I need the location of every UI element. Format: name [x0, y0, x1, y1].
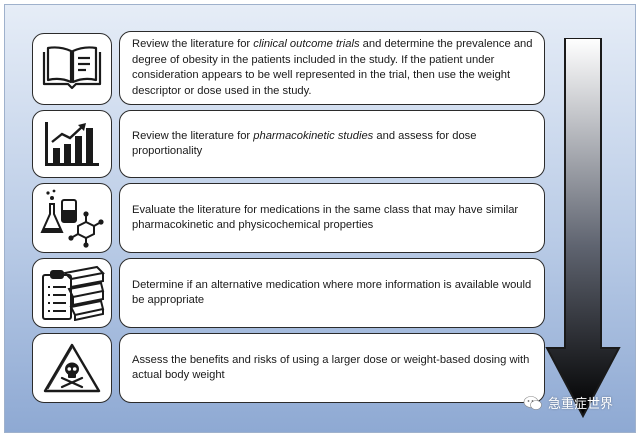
step-1-text: Review the literature for clinical outco… [132, 38, 533, 97]
step-4-text-box: Determine if an alternative medication w… [119, 258, 545, 328]
step-3-text: Evaluate the literature for medications … [132, 203, 519, 232]
step-3-text-box: Evaluate the literature for medications … [119, 183, 545, 253]
step-2-text-box: Review the literature for pharmacokineti… [119, 110, 545, 178]
step-3-icon-box [32, 183, 112, 253]
chemistry-flask-molecule-icon [40, 189, 104, 248]
step-1-text-box: Review the literature for clinical outco… [119, 31, 545, 105]
step-5-icon-box [32, 333, 112, 403]
watermark: 急重症世界 [523, 393, 613, 412]
chat-bubbles-icon [523, 395, 542, 410]
step-5-text: Assess the benefits and risks of using a… [132, 353, 530, 382]
open-book-icon [42, 46, 102, 90]
bar-chart-trend-icon [45, 122, 99, 166]
diagram-frame: Review the literature for clinical outco… [4, 4, 636, 433]
skull-warning-icon [43, 343, 101, 393]
downward-process-arrow [545, 38, 621, 418]
step-2-icon-box [32, 110, 112, 178]
watermark-text: 急重症世界 [547, 397, 613, 412]
step-2-text: Review the literature for pharmacokineti… [132, 129, 477, 158]
step-5-text-box: Assess the benefits and risks of using a… [119, 333, 545, 403]
step-1-icon-box [32, 33, 112, 105]
clipboard-books-icon [42, 265, 105, 321]
step-4-text: Determine if an alternative medication w… [132, 278, 532, 307]
step-4-icon-box [32, 258, 112, 328]
